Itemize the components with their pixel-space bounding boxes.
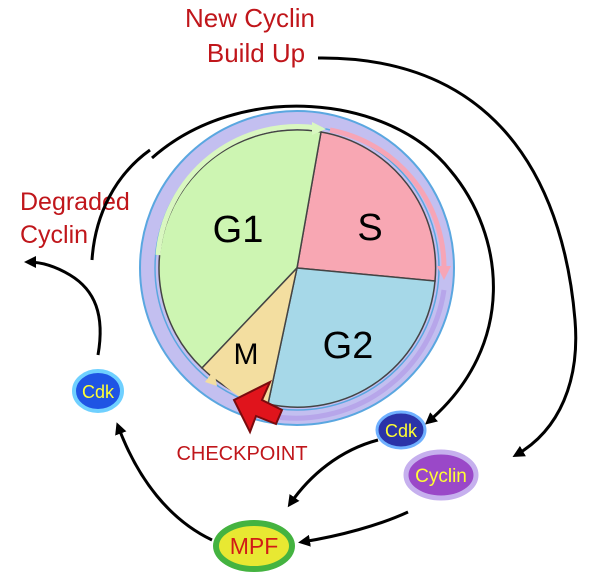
arrow-outer-to-cdk — [151, 104, 495, 425]
phase-label-g1: G1 — [213, 209, 264, 251]
arrow-cdk-right-to-mpf — [287, 438, 379, 508]
cyclin-label: Cyclin — [415, 466, 467, 487]
arrow-upper-left — [90, 148, 151, 261]
new-cyclin-label-line1: New Cyclin — [185, 3, 315, 33]
phase-label-m: M — [234, 338, 259, 371]
arrow-mpf-to-cdk — [115, 422, 213, 542]
g1-sector — [296, 131, 437, 282]
phase-label-s: S — [357, 207, 382, 249]
mpf-label: MPF — [230, 533, 279, 559]
cdk-left-label: Cdk — [82, 382, 115, 402]
arrow-build-up-to-cyclin — [317, 56, 578, 457]
cdk-left: Cdk — [72, 369, 124, 413]
cyclin: Cyclin — [403, 449, 479, 501]
ring-progress-arrows — [155, 122, 451, 421]
arrow-cdk-to-degraded — [24, 256, 102, 356]
checkpoint-label: CHECKPOINT — [176, 443, 307, 465]
checkpoint-arrow-icon — [232, 379, 284, 435]
phase-label-g2: G2 — [323, 325, 374, 367]
arrow-cyclin-to-mpf — [298, 510, 409, 547]
cdk-right: Cdk — [375, 410, 427, 450]
new-cyclin-label-line2: Build Up — [207, 38, 305, 68]
cdk-right-label: Cdk — [385, 421, 418, 441]
mpf: MPF — [213, 520, 295, 572]
flow-arrows — [24, 56, 578, 547]
degraded-cyclin-label-line2: Cyclin — [20, 221, 88, 249]
g2-sector — [267, 267, 436, 408]
phase-sectors — [158, 129, 437, 408]
